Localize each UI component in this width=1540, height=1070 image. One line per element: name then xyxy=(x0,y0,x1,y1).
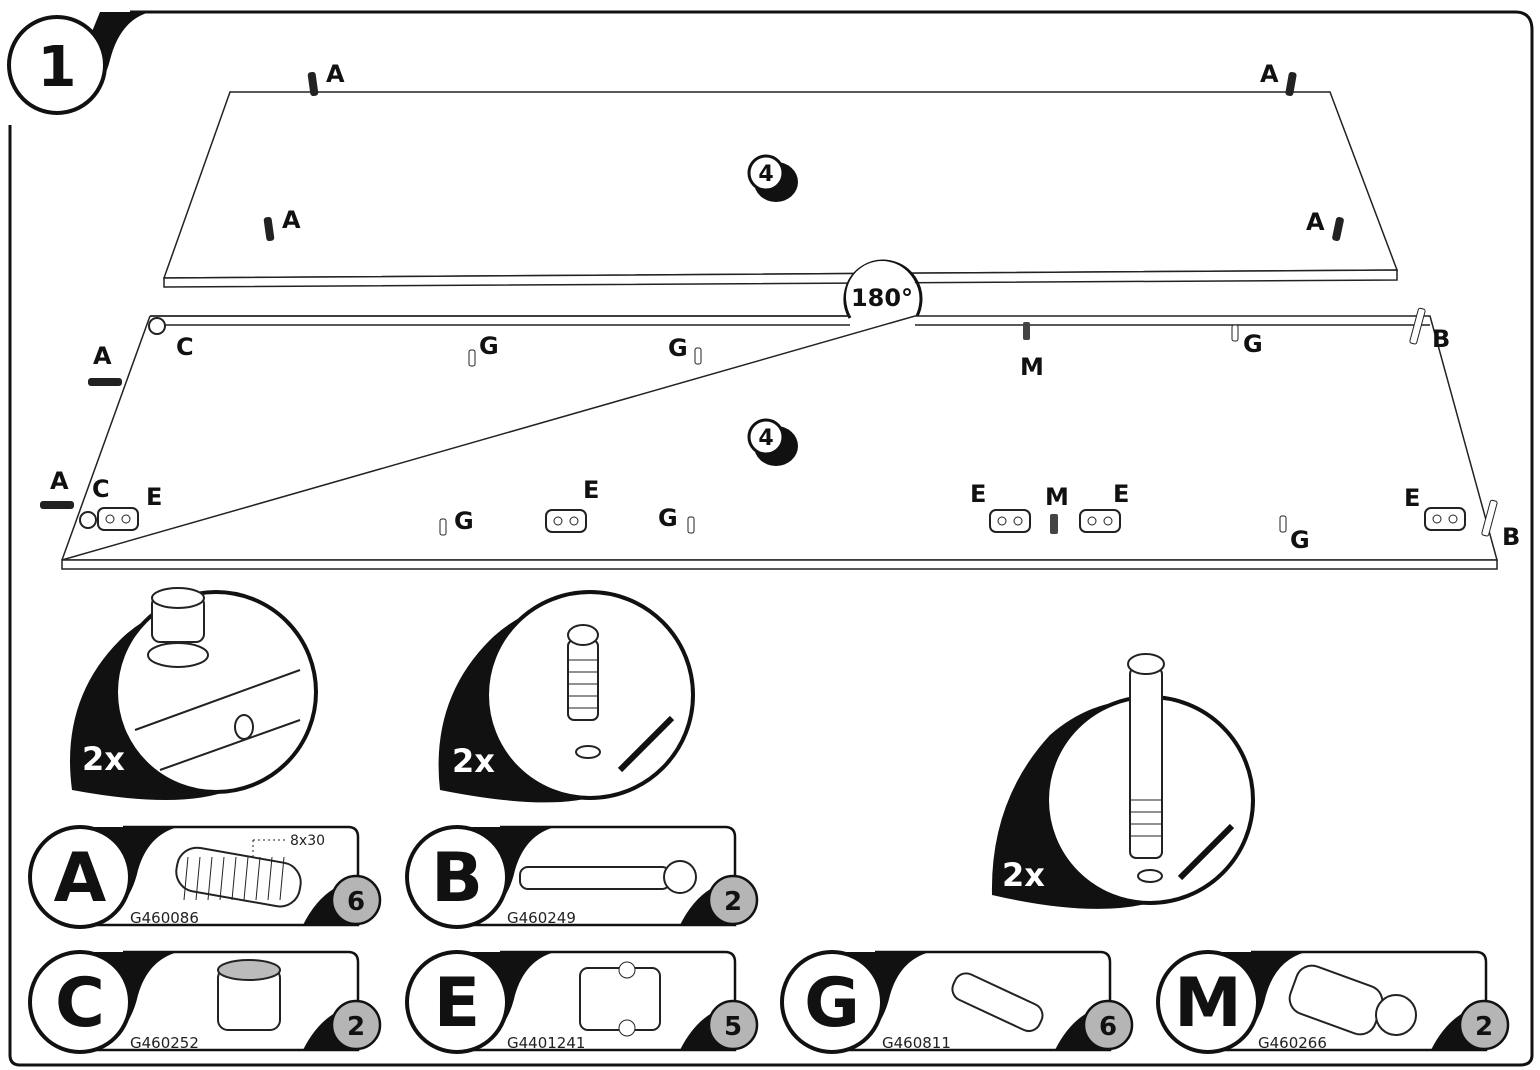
label-E: E xyxy=(1113,480,1129,508)
label-G: G xyxy=(454,507,474,535)
svg-text:4: 4 xyxy=(758,162,773,187)
part-illustration-G xyxy=(951,972,1044,1033)
bolt-M-back xyxy=(1023,322,1030,340)
label-E: E xyxy=(146,483,162,511)
part-code: G460811 xyxy=(882,1034,951,1052)
part-letter: C xyxy=(55,964,105,1043)
connector-bolt-multiplier: 2x xyxy=(1002,856,1045,894)
dowel-A-top-right-back xyxy=(1285,71,1297,97)
label-B: B xyxy=(1432,325,1450,353)
hinge-plate-E-5 xyxy=(1424,507,1466,531)
step-number: 1 xyxy=(38,35,77,100)
hinge-plate-E-3 xyxy=(989,509,1031,533)
cam-screw-multiplier: 2x xyxy=(452,742,495,780)
part-letter: A xyxy=(54,839,107,918)
part-quantity: 2 xyxy=(347,1012,365,1042)
hinge-plate-E-2 xyxy=(545,509,587,533)
part-code: G4401241 xyxy=(507,1034,585,1052)
svg-text:180°: 180° xyxy=(851,284,913,312)
part-code: G460086 xyxy=(130,909,199,927)
label-A: A xyxy=(1260,60,1279,88)
part-card-G: G G460811 6 xyxy=(780,950,1134,1054)
part-illustration-E xyxy=(579,961,661,1037)
hinge-plate-E-4 xyxy=(1079,509,1121,533)
part-quantity: 5 xyxy=(724,1012,742,1042)
label-G: G xyxy=(1290,526,1310,554)
label-A: A xyxy=(93,342,112,370)
part-illustration-B xyxy=(519,860,697,894)
panel-number-badge-bottom: 4 xyxy=(747,418,798,466)
part-illustration-C xyxy=(217,959,281,1031)
part-letter: M xyxy=(1174,964,1242,1043)
pin-G-6 xyxy=(1279,515,1287,533)
label-E: E xyxy=(970,480,986,508)
label-E: E xyxy=(583,476,599,504)
part-quantity: 2 xyxy=(724,887,742,917)
dowel-A-top-right-front xyxy=(1332,216,1344,242)
part-code: G460249 xyxy=(507,909,576,927)
part-code: G460266 xyxy=(1258,1034,1327,1052)
part-illustration-M xyxy=(1288,964,1417,1036)
pin-G-3 xyxy=(1231,324,1239,342)
bolt-B-back xyxy=(1409,307,1426,345)
part-quantity: 6 xyxy=(347,887,365,917)
label-M: M xyxy=(1045,483,1069,511)
label-C: C xyxy=(176,333,194,361)
detail-cam-lock: 2x xyxy=(70,587,318,800)
part-quantity: 6 xyxy=(1099,1012,1117,1042)
detail-cam-screw: 2x xyxy=(438,590,695,803)
label-G: G xyxy=(479,332,499,360)
panel-number-badge-top: 4 xyxy=(747,154,798,202)
part-dimension: 8x30 xyxy=(290,833,325,849)
label-G: G xyxy=(668,334,688,362)
part-quantity: 2 xyxy=(1475,1012,1493,1042)
part-card-C: C G460252 2 xyxy=(28,950,382,1054)
part-letter: B xyxy=(431,839,483,918)
part-illustration-A: 8x30 xyxy=(175,833,325,908)
part-card-E: E G4401241 5 xyxy=(405,950,759,1054)
hinge-plate-E-1 xyxy=(97,507,139,531)
part-code: G460252 xyxy=(130,1034,199,1052)
dowel-A-side-lower xyxy=(40,501,74,509)
pin-G-1 xyxy=(468,349,476,367)
page-frame xyxy=(8,10,1534,1067)
step-badge: 1 xyxy=(7,12,150,115)
cam-C-front xyxy=(79,511,97,529)
label-E: E xyxy=(1404,484,1420,512)
pin-G-4 xyxy=(439,518,447,536)
part-card-B: B G460249 2 xyxy=(405,825,759,929)
label-C: C xyxy=(92,475,110,503)
label-G: G xyxy=(1243,330,1263,358)
label-M: M xyxy=(1020,353,1044,381)
dowel-A-top-left-back xyxy=(307,71,319,97)
svg-text:4: 4 xyxy=(758,426,773,451)
label-A: A xyxy=(1306,208,1325,236)
dowel-A-top-left-front xyxy=(263,216,275,242)
part-letter: G xyxy=(804,964,860,1043)
bolt-M-front xyxy=(1050,514,1058,534)
bolt-B-front xyxy=(1481,499,1498,537)
dowel-A-side-upper xyxy=(88,378,122,386)
label-A: A xyxy=(326,60,345,88)
label-A: A xyxy=(50,467,69,495)
pin-G-5 xyxy=(687,516,695,534)
part-card-M: M G460266 2 xyxy=(1156,950,1510,1054)
cam-C-back xyxy=(148,317,166,335)
part-card-A: A G460086 6 8x30 xyxy=(28,825,382,929)
cam-lock-multiplier: 2x xyxy=(82,740,125,778)
label-B: B xyxy=(1502,523,1520,551)
detail-connector-bolt: 2x xyxy=(991,653,1255,909)
pin-G-2 xyxy=(694,347,702,365)
label-A: A xyxy=(282,206,301,234)
label-G: G xyxy=(658,504,678,532)
part-letter: E xyxy=(434,964,480,1043)
